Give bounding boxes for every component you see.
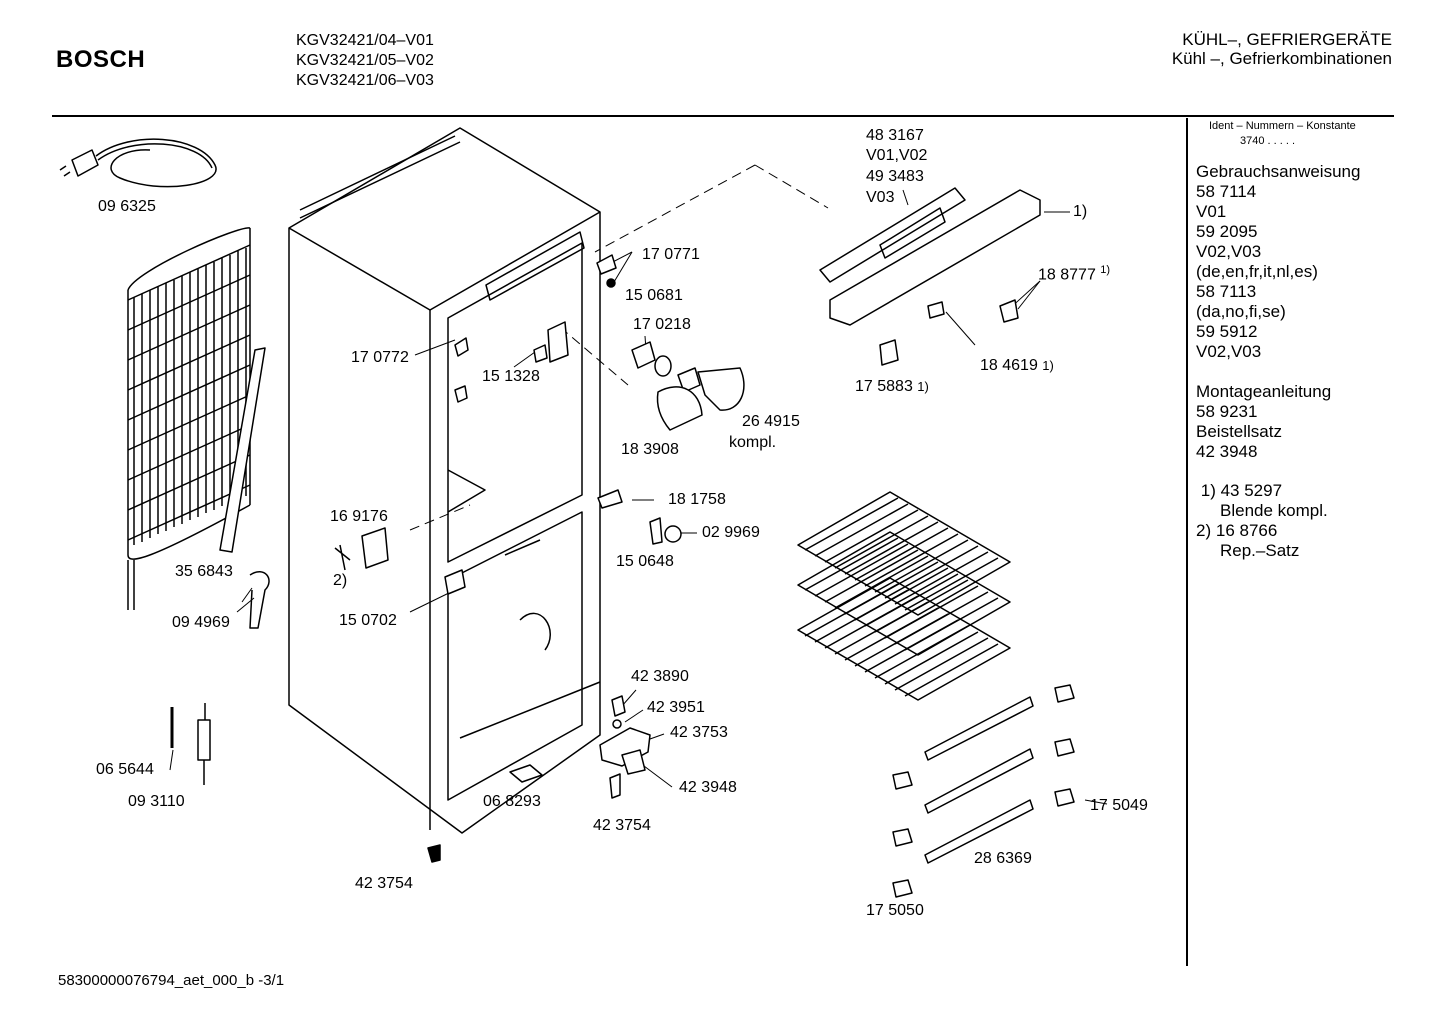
control-panel — [819, 187, 1041, 326]
category-subline: Kühl –, Gefrierkombinationen — [1171, 49, 1392, 68]
part-label: V01,V02 — [866, 147, 928, 164]
part-label: 18 3908 — [621, 441, 679, 458]
header-divider — [52, 115, 1394, 117]
part-label: 26 4915 — [742, 413, 800, 430]
part-label: 15 1328 — [482, 368, 540, 385]
category-title: KÜHL–, GEFRIERGERÄTE Kühl –, Gefrierkomb… — [1172, 30, 1392, 68]
part-number: 18 4619 — [980, 357, 1038, 374]
model-item: KGV32421/05–V02 — [296, 52, 434, 69]
part-label: 18 4619 1) — [980, 357, 1054, 375]
doc-item: (da,no,fi,se) — [1196, 302, 1286, 321]
wire-shelves — [797, 491, 1011, 701]
part-label: 17 0772 — [351, 349, 409, 366]
doc-item: 42 3948 — [1196, 442, 1258, 461]
part-label: 18 8777 1) — [1038, 261, 1110, 284]
ident-value: 3740 . . . . . — [1240, 135, 1296, 147]
part-label: 2) — [333, 572, 348, 589]
footnote-2-text: Rep.–Satz — [1196, 541, 1328, 561]
part-label: 42 3754 — [355, 875, 413, 892]
part-note: 1) — [917, 379, 929, 394]
part-label: 28 6369 — [974, 850, 1032, 867]
temperature-sensor — [170, 703, 211, 785]
doc-item: 59 5912 — [1196, 322, 1258, 341]
condenser-coil — [127, 227, 251, 610]
part-label: V03 — [866, 189, 895, 206]
footnote-text: Blende kompl. — [1220, 501, 1328, 520]
part-number: 17 5883 — [855, 378, 913, 395]
model-item: KGV32421/04–V01 — [296, 32, 434, 49]
door-seal-strip — [219, 347, 266, 553]
part-label: 17 5049 — [1090, 797, 1148, 814]
brand-logo: BOSCH — [56, 46, 146, 73]
doc-item: Gebrauchsanweisung — [1196, 162, 1361, 181]
part-label: 1) — [1073, 203, 1088, 220]
doc-item: 58 7113 — [1196, 282, 1257, 301]
footnote-marker: 1) — [1200, 481, 1216, 500]
part-label: 15 0648 — [616, 553, 674, 570]
document-list: Gebrauchsanweisung 58 7114 V01 59 2095 V… — [1196, 162, 1360, 462]
part-label: kompl. — [729, 434, 777, 451]
part-label: 42 3754 — [593, 817, 651, 834]
part-label: 17 0771 — [642, 246, 700, 263]
category-line: KÜHL–, GEFRIERGERÄTE — [1182, 30, 1392, 49]
part-label: 49 3483 — [866, 168, 924, 185]
model-list: KGV32421/04–V01 KGV32421/05–V02 KGV32421… — [296, 31, 434, 91]
footnote-number: 16 8766 — [1215, 521, 1278, 540]
part-label: 15 0681 — [625, 287, 683, 304]
doc-item: V02,V03 — [1196, 242, 1262, 261]
doc-item: Montageanleitung — [1196, 382, 1332, 401]
footnote-marker: 2) — [1196, 521, 1212, 540]
small-fittings — [334, 254, 1019, 863]
part-label: 42 3948 — [679, 779, 737, 796]
footnote-2: 2) 16 8766 — [1196, 521, 1328, 541]
part-label: 42 3890 — [631, 668, 689, 685]
part-label: 02 9969 — [702, 524, 760, 541]
part-number: 18 8777 — [1038, 266, 1096, 284]
part-label: 35 6843 — [175, 563, 233, 580]
part-label: 17 5883 1) — [855, 378, 929, 396]
power-cord — [59, 138, 217, 188]
cabinet-body — [288, 127, 601, 834]
part-label: 15 0702 — [339, 612, 397, 629]
part-label: 42 3951 — [647, 699, 705, 716]
ident-label: Ident – Nummern – Konstante — [1209, 120, 1356, 132]
part-label: 17 5050 — [866, 902, 924, 919]
part-label: 42 3753 — [670, 724, 728, 741]
part-note: 1) — [1042, 358, 1054, 373]
part-label: 06 5644 — [96, 761, 154, 778]
drain-tube — [249, 570, 270, 629]
part-label: 17 0218 — [633, 316, 691, 333]
footnote-text: Rep.–Satz — [1220, 541, 1300, 560]
shelf-strips — [892, 684, 1075, 898]
doc-item: (de,en,fr,it,nl,es) — [1196, 262, 1318, 281]
footnote-1-text: Blende kompl. — [1196, 501, 1328, 521]
doc-item: 59 2095 — [1196, 222, 1258, 241]
doc-item: 58 7114 — [1196, 182, 1257, 201]
footnotes: 1) 43 5297 Blende kompl. 2) 16 8766 Rep.… — [1196, 481, 1328, 561]
doc-item: 58 9231 — [1196, 402, 1258, 421]
document-id: 58300000076794_aet_000_b -3/1 — [58, 972, 285, 989]
part-note: 1) — [1100, 264, 1111, 276]
footnote-1: 1) 43 5297 — [1196, 481, 1328, 501]
sidebar-divider — [1186, 118, 1188, 966]
doc-item: Beistellsatz — [1196, 422, 1282, 441]
part-label: 06 8293 — [483, 793, 541, 810]
model-item: KGV32421/06–V03 — [296, 72, 434, 89]
doc-item: V01 — [1196, 202, 1227, 221]
part-label: 16 9176 — [330, 508, 388, 525]
part-label: 09 3110 — [128, 793, 185, 810]
part-label: 09 6325 — [98, 198, 156, 215]
footnote-number: 43 5297 — [1220, 481, 1283, 500]
part-label: 09 4969 — [172, 614, 230, 631]
part-label: 48 3167 — [866, 127, 924, 144]
doc-item: V02,V03 — [1196, 342, 1262, 361]
part-label: 18 1758 — [668, 491, 726, 508]
